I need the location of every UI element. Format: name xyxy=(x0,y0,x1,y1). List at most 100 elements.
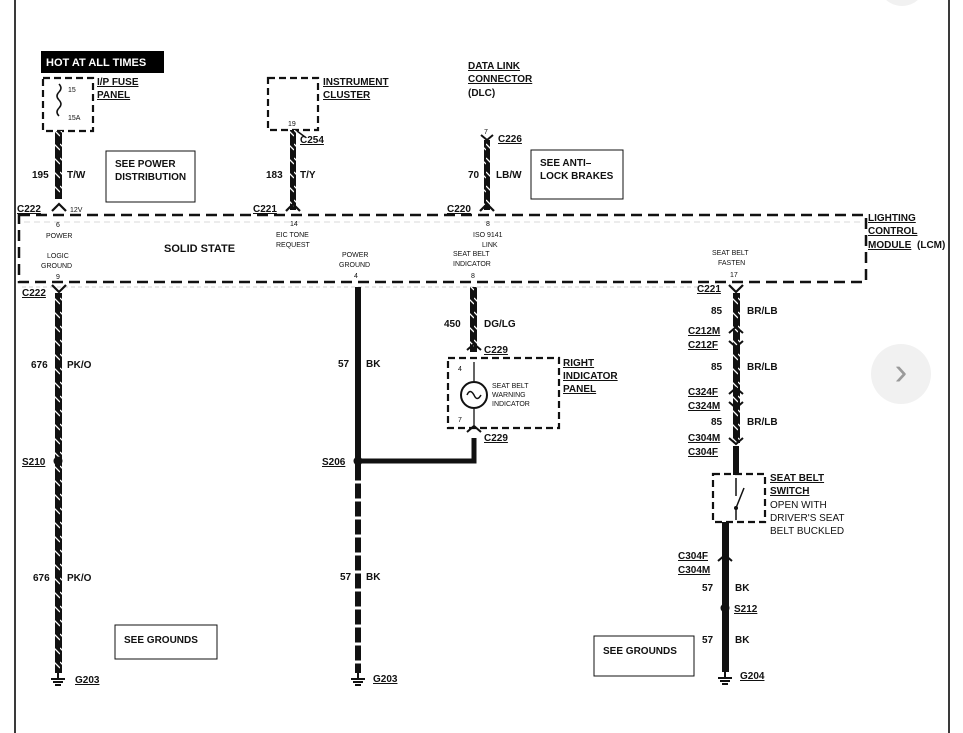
wire-85-solid xyxy=(733,446,739,475)
c222-top-label: C222 xyxy=(17,204,41,215)
lamp-label-3: INDICATOR xyxy=(492,401,530,408)
wire-195-color: T/W xyxy=(67,170,86,181)
lcm-label-3: MODULE xyxy=(868,240,912,251)
s212-splice xyxy=(720,603,730,613)
dlc-label-1: DATA LINK xyxy=(468,61,521,72)
pin-9: 9 xyxy=(56,274,60,281)
c304m-label-a: C304M xyxy=(688,433,720,444)
seat-belt-switch-label-4: DRIVER'S SEAT xyxy=(770,513,845,524)
wire-85-number-a: 85 xyxy=(711,306,723,317)
c324f-label: C324F xyxy=(688,387,718,398)
wire-676-number-b: 676 xyxy=(33,573,50,584)
c212f-label: C212F xyxy=(688,340,718,351)
lamp-label-1: SEAT BELT xyxy=(492,383,529,390)
seat-belt-switch-box xyxy=(711,472,767,524)
solid-state-label: SOLID STATE xyxy=(164,243,235,255)
instrument-cluster-label-1: INSTRUMENT xyxy=(323,77,389,88)
seat-belt-switch-label-2: SWITCH xyxy=(770,486,809,497)
wire-70-number: 70 xyxy=(468,170,480,181)
dlc-label-2: CONNECTOR xyxy=(468,74,533,85)
wire-183-color: T/Y xyxy=(300,170,316,181)
wire-676-number-a: 676 xyxy=(31,360,48,371)
c229-bottom-label: C229 xyxy=(484,433,508,444)
instrument-cluster-label-2: CLUSTER xyxy=(323,90,371,101)
logic-label-1: LOGIC xyxy=(47,253,69,260)
wire-85-number-c: 85 xyxy=(711,417,723,428)
s212-label: S212 xyxy=(734,604,758,615)
c220-connector xyxy=(479,202,495,212)
c220-label: C220 xyxy=(447,204,471,215)
c221-top-connector xyxy=(285,202,301,212)
eic-label-2: REQUEST xyxy=(276,242,311,249)
c229-bottom-connector xyxy=(466,424,482,433)
c221-bottom-connector xyxy=(728,284,744,294)
see-grounds-box-a xyxy=(114,624,218,660)
switch-pivot xyxy=(734,506,738,510)
c254-connector-mark xyxy=(296,130,306,138)
c226-label: C226 xyxy=(498,134,522,145)
pin-6: 6 xyxy=(56,222,60,229)
g204-label: G204 xyxy=(740,671,765,682)
c229-top-label: C229 xyxy=(484,345,508,356)
left-border xyxy=(14,0,16,733)
12v-label: 12V xyxy=(70,207,83,214)
warning-lamp-icon xyxy=(460,381,488,409)
right-indicator-label-2: INDICATOR xyxy=(563,371,618,382)
wire-57-color-c: BK xyxy=(735,583,750,594)
next-image-button[interactable]: › xyxy=(871,344,931,404)
see-power-box xyxy=(105,150,196,203)
wire-183-number: 183 xyxy=(266,170,283,181)
see-grounds-label-b: SEE GROUNDS xyxy=(603,646,677,657)
pin-17: 17 xyxy=(730,272,738,279)
wire-57-solid xyxy=(355,287,361,462)
see-power-label-2: DISTRIBUTION xyxy=(115,172,186,183)
c221-top-label: C221 xyxy=(253,204,277,215)
wire-57-number-c: 57 xyxy=(702,583,714,594)
chevron-right-icon: › xyxy=(894,351,908,393)
wire-85-color-b: BR/LB xyxy=(747,362,778,373)
power-pin-label: POWER xyxy=(46,233,72,240)
wire-57-color-b: BK xyxy=(366,572,381,583)
see-power-label-1: SEE POWER xyxy=(115,159,176,170)
sbf-label-2: FASTEN xyxy=(718,260,745,267)
wire-450-color: DG/LG xyxy=(484,319,516,330)
wire-676-color-b: PK/O xyxy=(67,573,92,584)
fuse-number: 15 xyxy=(68,87,76,94)
c254-label: C254 xyxy=(300,135,324,146)
wire-70-color: LB/W xyxy=(496,170,522,181)
logic-label-2: GROUND xyxy=(41,263,72,270)
right-indicator-label-3: PANEL xyxy=(563,384,596,395)
fuse-icon xyxy=(56,83,62,117)
wire-85-number-b: 85 xyxy=(711,362,723,373)
ground-icon xyxy=(351,673,365,686)
wire-195 xyxy=(55,131,62,199)
hot-at-all-times-label: HOT AT ALL TIMES xyxy=(46,57,146,69)
seat-belt-switch-label-3: OPEN WITH xyxy=(770,500,827,511)
eic-label-1: EIC TONE xyxy=(276,232,309,239)
c304-connector-top xyxy=(728,437,744,446)
wire-183 xyxy=(290,130,296,210)
ground-icon xyxy=(51,673,65,686)
wire-195-number: 195 xyxy=(32,170,49,181)
wire-450-number: 450 xyxy=(444,319,461,330)
ip-fuse-label-2: PANEL xyxy=(97,90,130,101)
c212m-label: C212M xyxy=(688,326,720,337)
iso-label-1: ISO 9141 xyxy=(473,232,503,239)
s206-label: S206 xyxy=(322,457,346,468)
lcm-label-1: LIGHTING xyxy=(868,213,916,224)
s210-label: S210 xyxy=(22,457,46,468)
sbf-label-1: SEAT BELT xyxy=(712,250,749,257)
s210-splice xyxy=(53,456,63,466)
wire-57-color-d: BK xyxy=(735,635,750,646)
c226-pin: 7 xyxy=(484,129,488,136)
dlc-label-3: (DLC) xyxy=(468,88,495,99)
lamp-pin-4: 4 xyxy=(458,366,462,373)
wire-57-color-a: BK xyxy=(366,359,381,370)
wire-85-color-c: BR/LB xyxy=(747,417,778,428)
c222-bottom-connector xyxy=(51,284,67,294)
hot-at-all-times-banner xyxy=(41,51,164,73)
pin-4: 4 xyxy=(354,273,358,280)
c324m-label: C324M xyxy=(688,401,720,412)
toolbar-button[interactable] xyxy=(878,0,926,6)
